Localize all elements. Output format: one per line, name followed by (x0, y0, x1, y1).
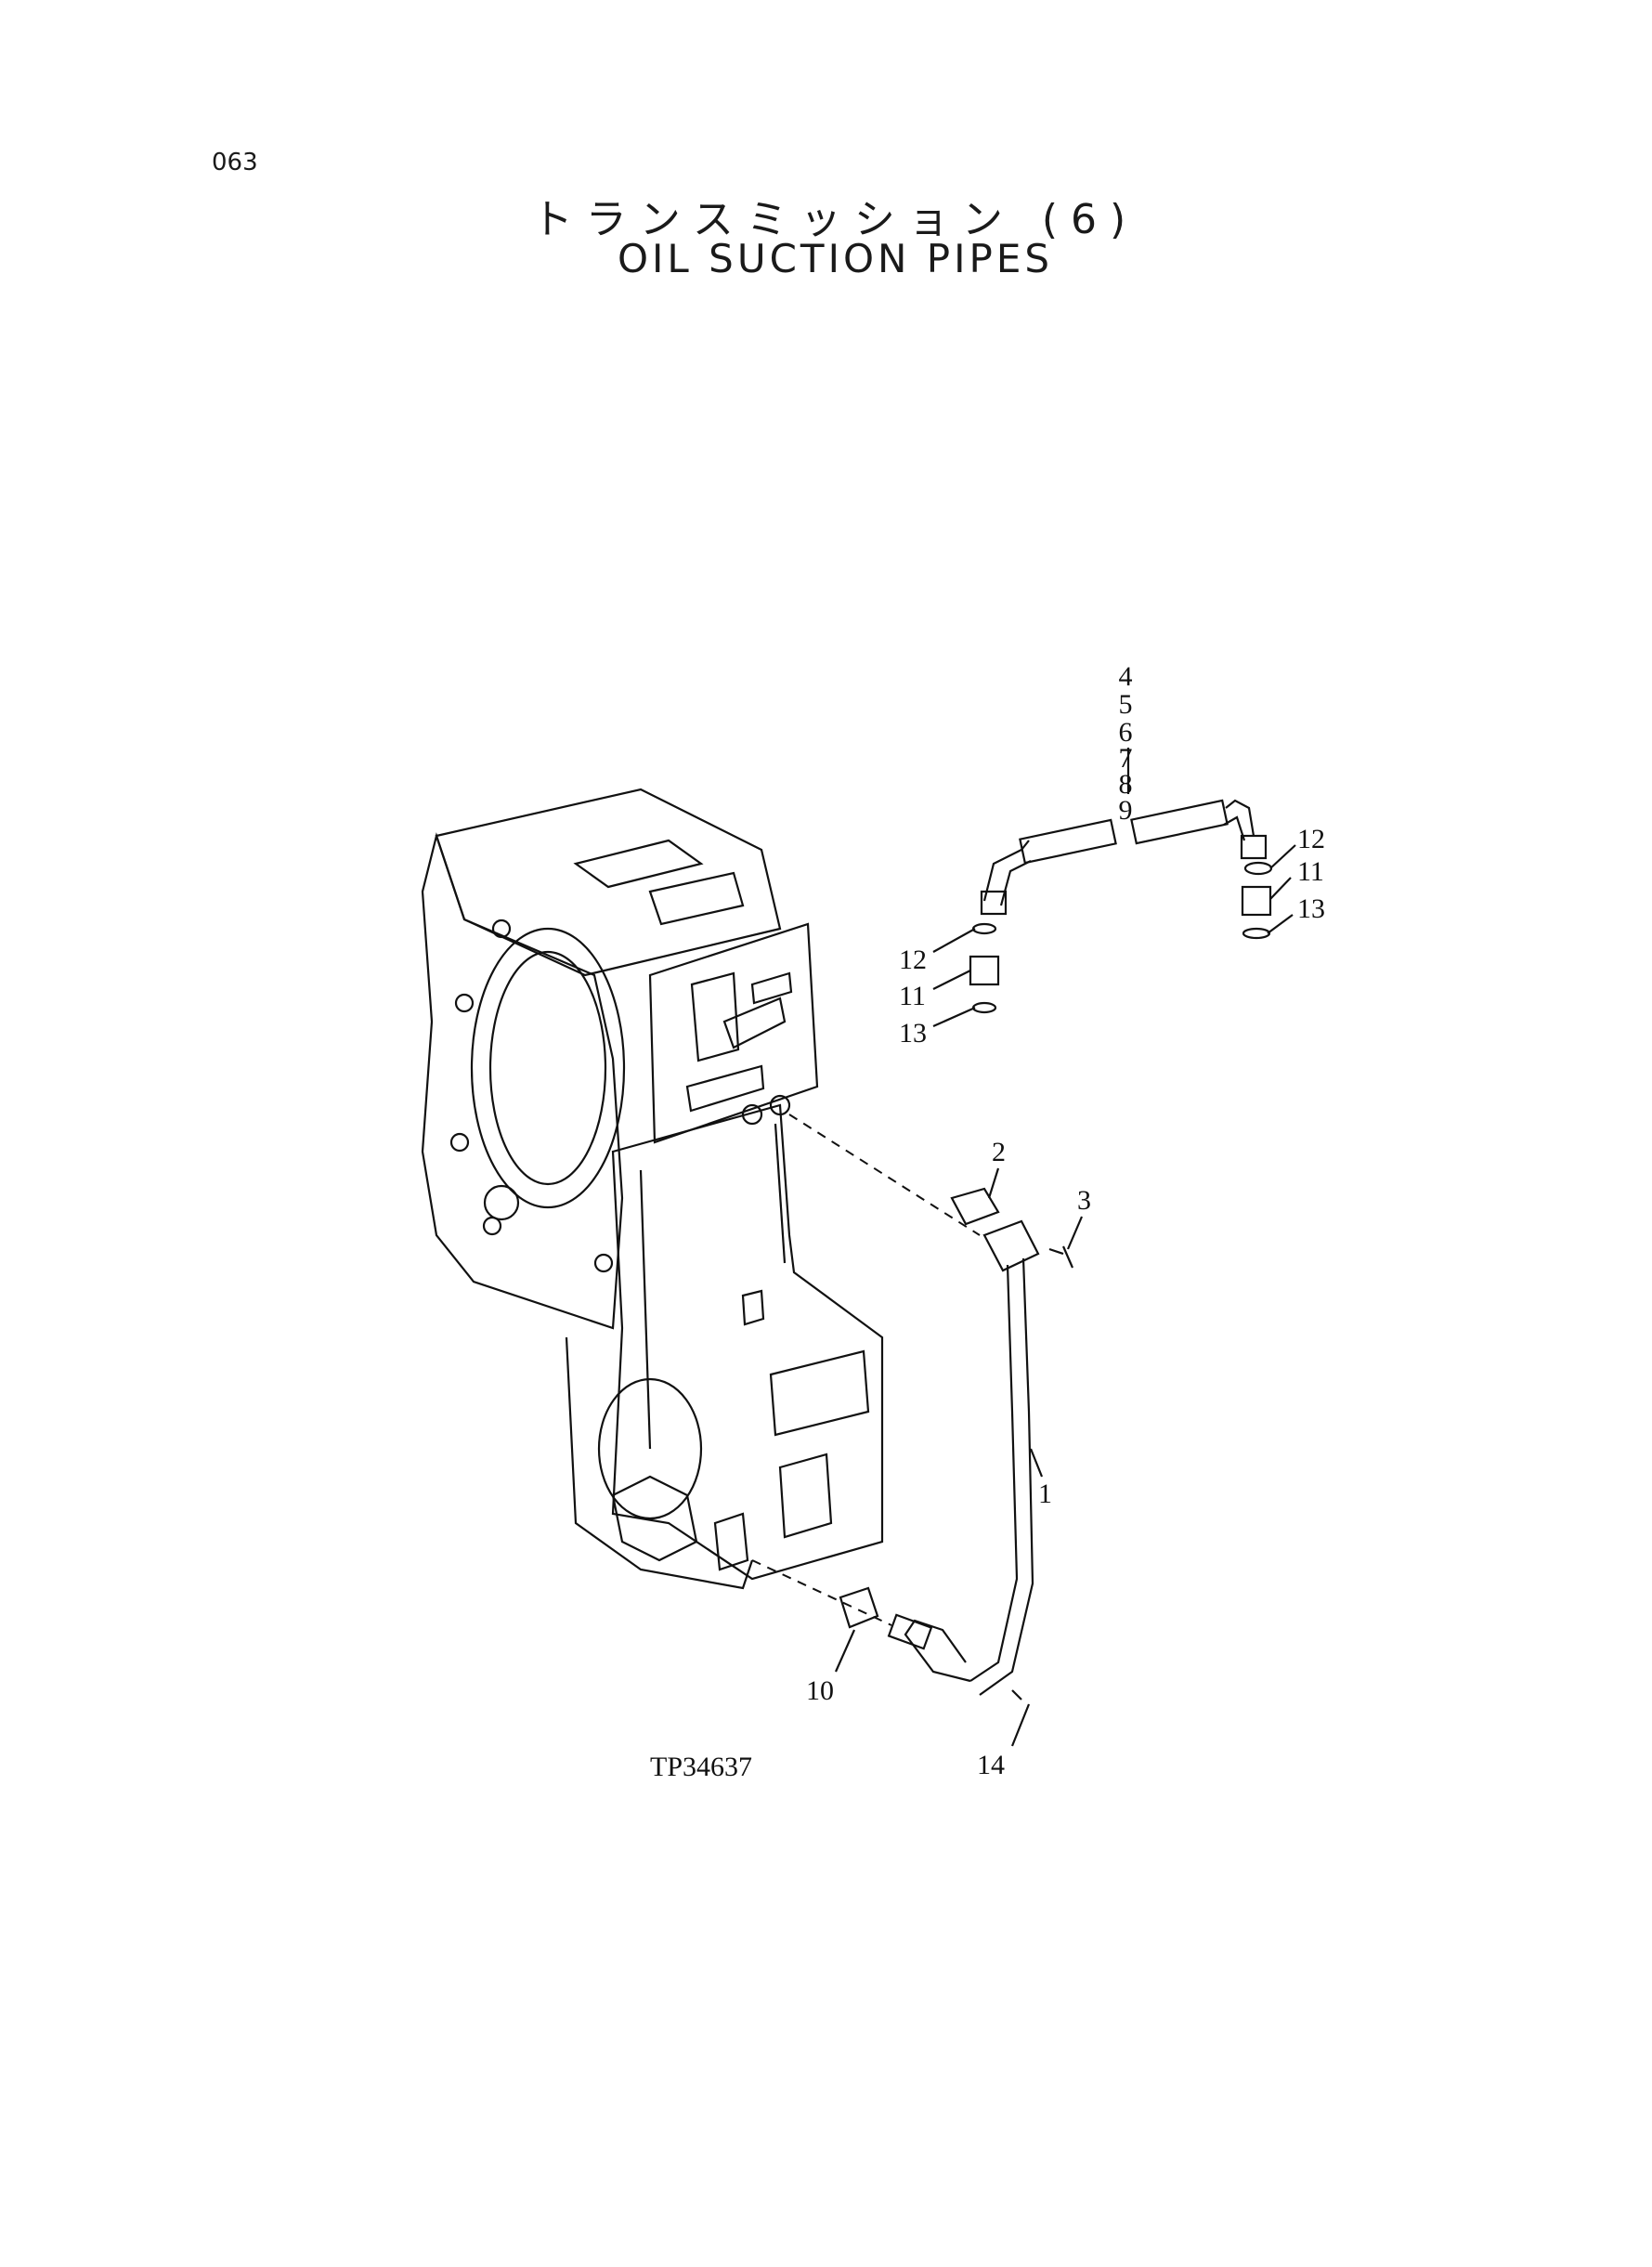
callout-14: 14 (977, 1750, 1005, 1780)
callout-1: 1 (1038, 1479, 1052, 1509)
callout-3: 3 (1077, 1185, 1091, 1216)
callout-12-left: 12 (899, 945, 927, 975)
callout-6: 6 (1119, 717, 1133, 748)
callout-11-left: 11 (899, 981, 926, 1011)
callout-11-right: 11 (1297, 856, 1324, 887)
callout-10: 10 (806, 1675, 834, 1706)
callout-4: 4 (1119, 661, 1133, 692)
page-title-japanese: トランスミッション (6) (531, 196, 1139, 243)
alignment-line-lower (751, 1559, 892, 1626)
page-number: 063 (212, 149, 258, 176)
callout-5: 5 (1119, 689, 1133, 720)
callout-2: 2 (992, 1137, 1006, 1167)
alignment-line-upper (788, 1114, 981, 1236)
callout-12-right: 12 (1297, 824, 1325, 854)
page-title-english: OIL SUCTION PIPES (617, 236, 1054, 281)
callout-8: 8 (1119, 769, 1133, 800)
hose-assembly (980, 799, 1268, 916)
callout-13-right: 13 (1297, 893, 1325, 924)
transmission-housing (421, 788, 884, 1590)
callout-13-left: 13 (899, 1018, 927, 1049)
fittings-right (1241, 861, 1273, 940)
callout-7: 7 (1119, 743, 1133, 774)
leader-lines (834, 748, 1296, 1747)
fittings-left (969, 922, 1000, 1014)
drawing-reference-number: TP34637 (650, 1752, 752, 1782)
suction-pipe (839, 1187, 1074, 1700)
callout-9: 9 (1119, 795, 1133, 826)
